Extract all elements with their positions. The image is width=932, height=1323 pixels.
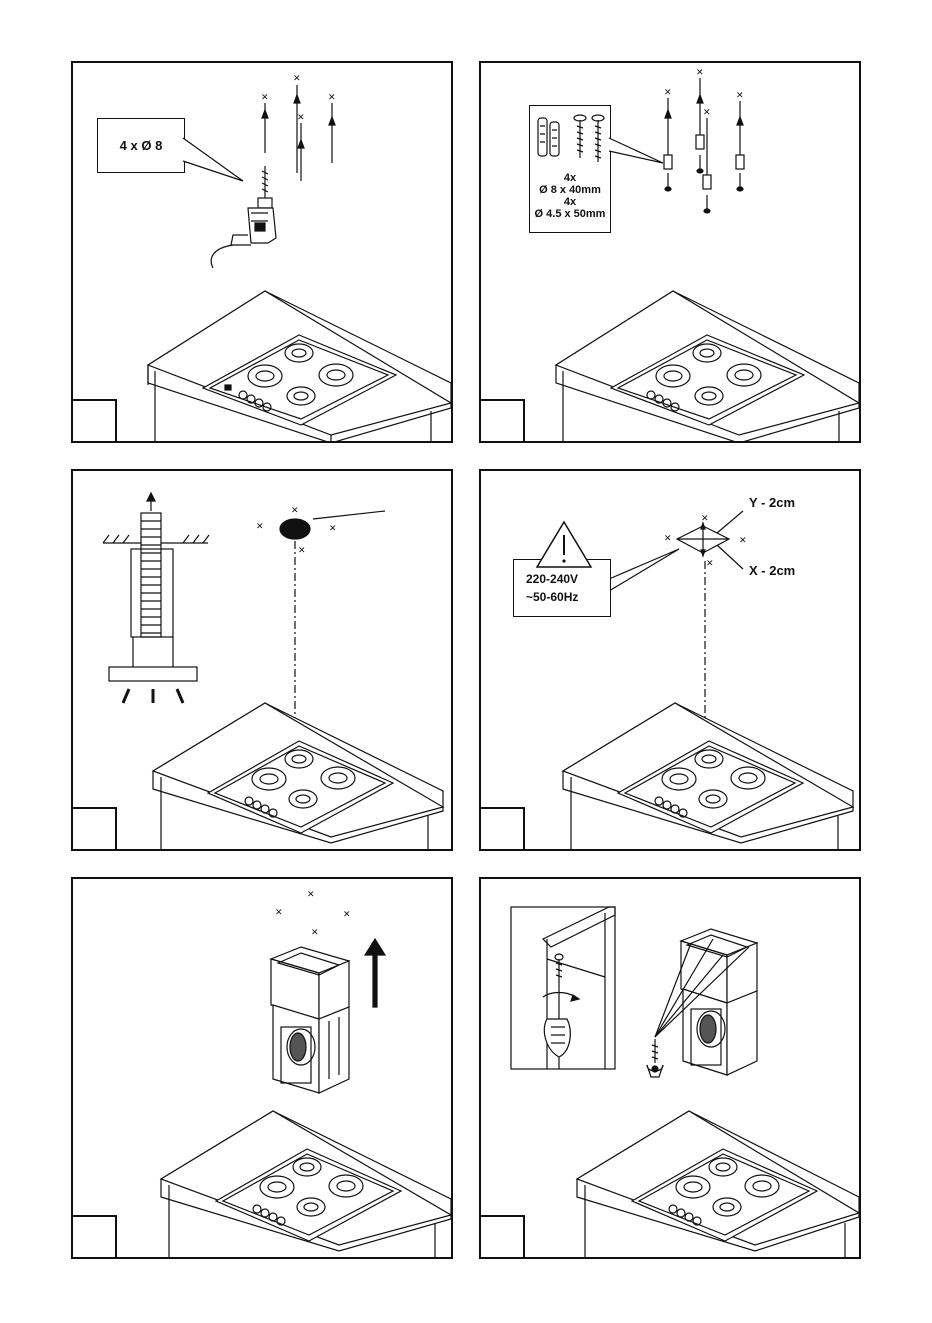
y-offset-label: Y - 2cm — [749, 495, 795, 510]
drill-icon — [211, 166, 276, 268]
svg-text:✕: ✕ — [739, 535, 747, 545]
x-offset-label: X - 2cm — [749, 563, 795, 578]
screw-icon — [647, 1039, 663, 1077]
wall-plug-icon — [664, 135, 744, 189]
hood-bracket-icon — [271, 947, 349, 1093]
step-panel-2: ✕ ✕ ✕ ✕ — [479, 61, 861, 443]
hood-bracket-icon — [655, 929, 757, 1075]
svg-text:✕: ✕ — [329, 523, 337, 533]
svg-text:✕: ✕ — [311, 927, 319, 937]
svg-text:✕: ✕ — [664, 87, 672, 97]
bracket-lift-illustration: ✕ ✕ ✕ ✕ — [73, 879, 451, 1257]
svg-text:✕: ✕ — [307, 889, 315, 899]
svg-text:✕: ✕ — [297, 112, 305, 122]
parts-callout: 4x Ø 8 x 40mm 4x Ø 4.5 x 50mm — [529, 105, 611, 233]
svg-text:✕: ✕ — [701, 513, 709, 523]
svg-text:✕: ✕ — [736, 90, 744, 100]
step-panel-1: ✕ ✕ ✕ ✕ — [71, 61, 453, 443]
cooktop-icon — [153, 703, 443, 849]
svg-text:✕: ✕ — [706, 558, 714, 568]
step-number-box — [479, 1215, 525, 1259]
cooktop-icon — [161, 1111, 451, 1257]
hole-marks: ✕ ✕ ✕ ✕ — [664, 67, 744, 117]
svg-text:✕: ✕ — [696, 67, 704, 77]
warning-triangle-icon — [534, 519, 594, 571]
plug-qty: 4x — [530, 172, 610, 184]
hole-size-text: 4 x Ø 8 — [120, 138, 163, 153]
svg-text:✕: ✕ — [275, 907, 283, 917]
step-number-box — [479, 399, 525, 443]
svg-text:✕: ✕ — [703, 107, 711, 117]
svg-text:✕: ✕ — [343, 909, 351, 919]
cooktop-icon — [577, 1111, 859, 1257]
step-panel-3: ✕ ✕ ✕ ✕ — [71, 469, 453, 851]
svg-text:✕: ✕ — [291, 505, 299, 515]
screw-qty: 4x — [530, 196, 610, 208]
voltage-text: 220-240V — [526, 572, 578, 586]
hole-size-callout: 4 x Ø 8 — [97, 118, 185, 173]
screw-size: Ø 4.5 x 50mm — [530, 208, 610, 220]
svg-text:✕: ✕ — [293, 73, 301, 83]
svg-text:✕: ✕ — [298, 545, 306, 555]
frequency-text: ~50-60Hz — [526, 590, 578, 604]
cooktop-icon — [556, 291, 859, 441]
duct-outlet-icon — [280, 519, 310, 539]
step-panel-4: ✕ ✕ ✕ ✕ Y - 2cm X - 2cm — [479, 469, 861, 851]
step-number-box — [71, 399, 117, 443]
svg-text:✕: ✕ — [261, 92, 269, 102]
hole-marks: ✕ ✕ ✕ ✕ — [275, 889, 351, 937]
cooktop-icon — [563, 703, 853, 849]
chimney-duct-icon — [103, 493, 209, 703]
step-panel-5: ✕ ✕ ✕ ✕ — [71, 877, 453, 1259]
parts-icons — [530, 110, 610, 172]
plug-size: Ø 8 x 40mm — [530, 184, 610, 196]
svg-text:✕: ✕ — [328, 92, 336, 102]
step-number-box — [479, 807, 525, 851]
svg-text:✕: ✕ — [256, 521, 264, 531]
step-number-box — [71, 807, 117, 851]
step-number-box — [71, 1215, 117, 1259]
step-panel-6 — [479, 877, 861, 1259]
svg-text:✕: ✕ — [664, 533, 672, 543]
duct-outlet-illustration: ✕ ✕ ✕ ✕ — [73, 471, 451, 849]
cooktop-icon — [148, 291, 451, 441]
bracket-screw-illustration — [481, 879, 859, 1257]
